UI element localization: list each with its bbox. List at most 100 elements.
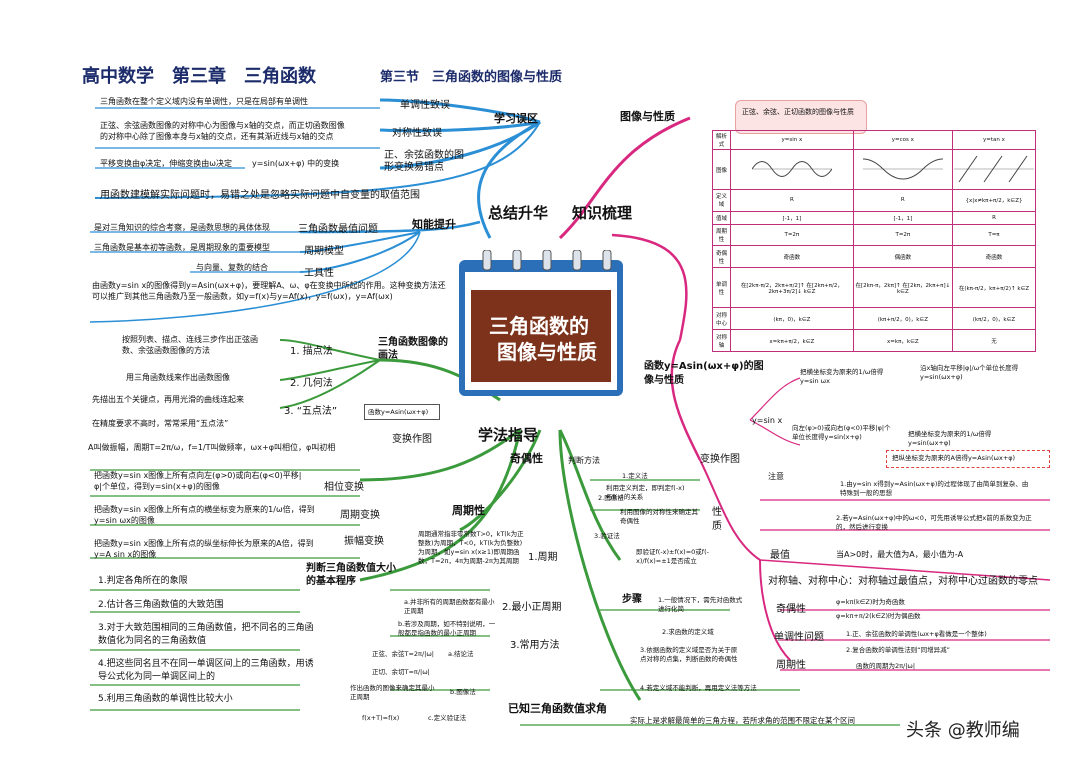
graph-t2: 向左(φ>0)或向右(φ<0)平移|φ|个单位长度得y=sin(x+φ) [792, 424, 891, 441]
ability-text: 是对三角知识的综合考察，是函数思想的具体体现 [94, 223, 270, 232]
period-p3a-text2: 正切、余切T=π/|ω| [372, 668, 430, 676]
table-cell: 周期性 [712, 223, 731, 247]
branch-graph-props: 图像与性质 [620, 110, 675, 123]
parity-prop-text2: φ=kπ+π/2(k∈Z)时为偶函数 [836, 612, 921, 620]
branch-learn-mistakes: 学习误区 [494, 112, 538, 125]
graph-transform-label: 变换作图 [700, 454, 740, 465]
period-prop-text: 函数的周期为2π/|ω| [856, 662, 916, 670]
ability-label: 三角函数最值问题 [298, 224, 378, 235]
watermark: 头条 @教师编 [906, 720, 1020, 741]
table-title-box: 正弦、余弦、正切函数的图像与性质 [735, 100, 867, 134]
page-title: 高中数学 第三章 三角函数 [82, 66, 316, 87]
table-cell: (kπ+π/2，0)，k∈Z [852, 307, 953, 331]
period-p2: 2.最小正周期 [502, 602, 562, 613]
transform-terms: A叫做振幅，周期T=2π/ω，f=1/T叫做频率，ωx+φ叫相位，φ叫初相 [88, 443, 336, 452]
graph-section-label: 函数y=Asin(ωx+φ)的图像与性质 [644, 361, 764, 386]
period-p2a: a.并非所有的周期函数都有最小正周期 [404, 598, 495, 615]
table-cell: R [730, 189, 854, 212]
table-cell: 单调性 [712, 267, 731, 309]
mistake-label: 正、余弦函数的图形变换易错点 [384, 150, 464, 173]
function-box [364, 404, 440, 420]
parity-m1-text: 利用定义判定，即判定f(-x)与f(x)的关系 [606, 484, 685, 501]
mono-text1: 1.正、余弦函数的单调性(ωx+φ看做是一个整体) [846, 630, 987, 638]
transform-item: 周期变换 [340, 510, 380, 521]
table-cell: 对称轴 [712, 329, 731, 352]
branch-method: 学法指导 [478, 426, 539, 444]
parity-judge: 判断方法 [568, 456, 600, 465]
drawing-text: 按照列表、描点、连线三步作出正弦函数、余弦函数图像的方法 [122, 335, 258, 355]
graph-ysinx: y=sin x [752, 416, 783, 425]
compare-item: 1.判定各角所在的象限 [98, 576, 188, 586]
graph-t3: 把纵坐标变为原来的A倍得y=Asin(ωx+φ) [892, 454, 1016, 462]
parity-m1: 1.定义法 [622, 472, 648, 480]
section-title: 第三节 三角函数的图像与性质 [380, 70, 563, 85]
table-cell: 偶函数 [852, 245, 953, 269]
function-formula: 函数y=Asin(ωx+φ) [368, 408, 429, 416]
period-text: 周期通常指非零常数T>0，kT(k为正整数)为周期，T<0，kT(k为负整数)为… [418, 530, 524, 565]
mono-label: 单调性问题 [774, 632, 824, 643]
table-cell: 奇偶性 [712, 245, 731, 269]
graph-note-label: 注意 [768, 472, 784, 481]
branch-summary: 总结升华 [488, 204, 549, 222]
center-topic: 三角函数的 图像与性质 [457, 249, 625, 400]
drawing-item: 1. 描点法 [290, 346, 333, 357]
table-cell: x=kπ，k∈Z [852, 329, 953, 352]
ability-label: 周期模型 [304, 246, 344, 257]
table-cell: x=kπ+π/2，k∈Z [730, 329, 854, 352]
transform-note-box [886, 450, 1050, 468]
graph-t1: 把横坐标变为原来的1/ω倍得y=sin ωx [800, 368, 884, 385]
parity-prop-text1: φ=kπ(k∈Z)时为奇函数 [836, 598, 905, 606]
known-value-label: 已知三角函数值求角 [508, 702, 607, 715]
graph-note2: 2.若y=Asin(ωx+φ)中的ω<0，可先用诱导公式把x前的系数变为正的，然… [836, 514, 1032, 531]
steps-item: 2.求函数的定义域 [662, 628, 714, 636]
table-header: y=tan x [951, 130, 1037, 150]
period-p1: 1.周期 [528, 552, 558, 563]
drawing-label: 三角函数图像的画法 [378, 337, 448, 361]
sin-graph [730, 149, 854, 190]
sin-curve-icon [751, 160, 833, 177]
cos-graph [852, 149, 953, 190]
center-title-2: 图像与性质 [497, 340, 597, 364]
drawing-item: 3. “五点法” [284, 406, 338, 417]
period-p3a: a.结论法 [448, 650, 474, 658]
parity-m2-text: 利用图像的对称性来确定其奇偶性 [620, 508, 698, 525]
table-header: y=cos x [852, 130, 953, 150]
table-cell: 在[2kπ-π/2，2kπ+π/2]↑ 在[2kπ+π/2，2kπ+3π/2]↓… [730, 267, 854, 309]
period-p3b: b.图像法 [450, 688, 476, 696]
parity-label: 奇偶性 [510, 452, 543, 465]
mistake-text: 用函数建模解实际问题时，易错之处是忽略实际问题中自变量的取值范围 [100, 190, 420, 201]
table-cell: 在(kπ-π/2，kπ+π/2)↑ k∈Z [951, 267, 1037, 309]
cos-curve-icon [862, 158, 943, 180]
parity-m3: 3.验证法 [594, 532, 620, 540]
drawing-text: 在精度要求不高时，常常采用“五点法” [92, 419, 229, 428]
compare-item: 2.估计各三角函数值的大致范围 [98, 600, 224, 610]
calendar-icon [459, 249, 623, 396]
tan-graph [951, 149, 1037, 190]
parity-m2: 2.图像法 [598, 494, 624, 502]
period-p3c: c.定义验证法 [428, 714, 467, 722]
compare-label: 判断三角函数值大小的基本程序 [306, 563, 396, 587]
table-cell: (kπ，0)，k∈Z [730, 307, 854, 331]
table-cell: R [951, 210, 1037, 225]
steps-item: 4.若定义域不能判断，再用定义法等方法 [640, 684, 757, 692]
drawing-text: 先描出五个关键点，再用光滑的曲线连起来 [92, 395, 244, 404]
period-label: 周期性 [452, 504, 485, 517]
max-label: 最值 [770, 550, 790, 561]
steps-item: 1.一般情况下，需先对函数式进行化简 [658, 596, 743, 613]
graph-t1b: 沿x轴向左平移|φ|/ω个单位长度得y=sin(ωx+φ) [920, 364, 1019, 381]
table-cell: 图像 [712, 149, 731, 190]
graph-props-label: 性质 [712, 507, 722, 532]
mistake-text: 平移变换由φ决定，伸缩变换由ω决定 [100, 159, 232, 168]
ability-text: 三角函数是基本初等函数，是周期现象的重要模型 [94, 243, 270, 252]
table-header: y=sin x [730, 130, 854, 150]
mistake-text: 三角函数在整个定义域内没有单调性，只是在局部有单调性 [100, 97, 308, 106]
table-cell: R [852, 189, 953, 212]
steps-label: 步骤 [622, 594, 642, 605]
compare-item: 3.对于大致范围相同的三角函数值，把不同名的三角函数值化为同名的三角函数值 [98, 623, 314, 646]
table-cell: 在[2kπ-π，2kπ]↑ 在[2kπ，2kπ+π]↓ k∈Z [852, 267, 953, 309]
known-value-text: 实际上是求解最简单的三角方程，若所求角的范围不限定在某个区间 [630, 716, 855, 725]
center-title-1: 三角函数的 [489, 314, 589, 338]
transform-item: 振幅变换 [344, 536, 384, 547]
